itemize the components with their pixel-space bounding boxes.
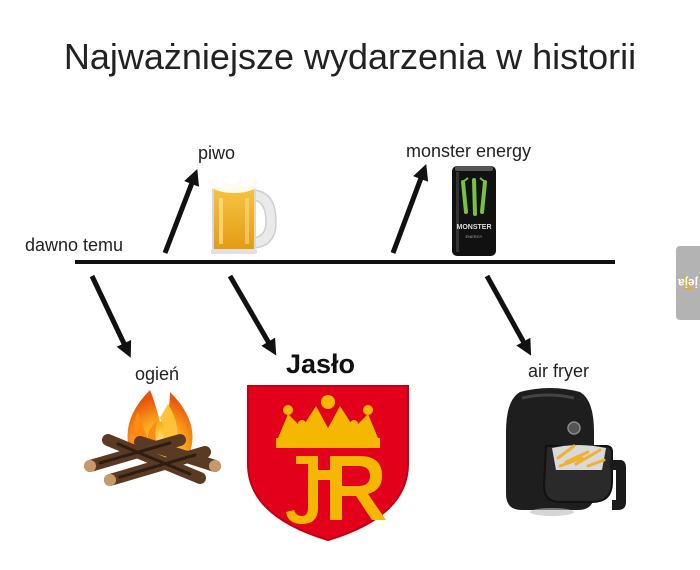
label-piwo: piwo bbox=[198, 143, 236, 163]
arrow-down-jaslo bbox=[227, 274, 277, 356]
energy-drink-can-icon: MONSTER ENERGY bbox=[452, 166, 496, 256]
jaslo-coat-of-arms-icon bbox=[247, 385, 409, 542]
svg-text:ENERGY: ENERGY bbox=[466, 234, 483, 239]
watermark-badge: jeja.pl bbox=[676, 246, 700, 320]
label-monster-energy: monster energy bbox=[406, 141, 532, 161]
beer-mug-icon bbox=[210, 171, 277, 254]
page-title: Najważniejsze wydarzenia w historii bbox=[63, 36, 637, 77]
campfire-icon bbox=[84, 390, 221, 486]
arrow-up-monster bbox=[390, 164, 429, 254]
svg-text:MONSTER: MONSTER bbox=[457, 224, 492, 231]
arrow-down-ogien bbox=[89, 274, 132, 358]
arrow-up-piwo bbox=[162, 169, 200, 254]
air-fryer-icon bbox=[506, 388, 626, 516]
label-start: dawno temu bbox=[25, 235, 124, 255]
arrow-down-airfryer bbox=[484, 274, 532, 356]
label-ogien: ogień bbox=[135, 364, 180, 384]
watermark-prefix: jeja bbox=[677, 276, 699, 290]
label-air-fryer: air fryer bbox=[528, 361, 590, 381]
label-jaslo: Jasło bbox=[286, 349, 356, 379]
